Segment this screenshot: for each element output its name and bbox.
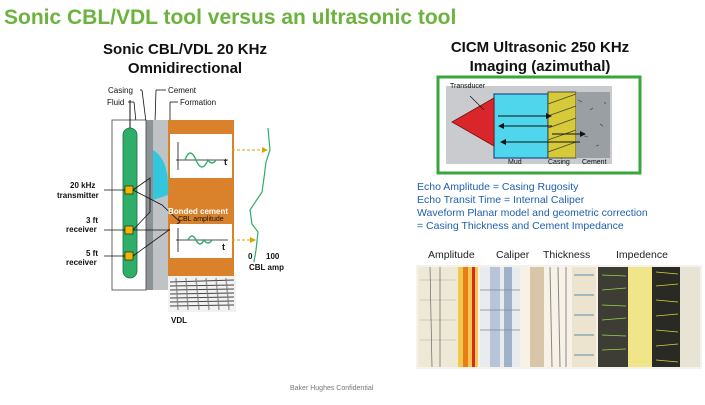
- cbl-amplitude-label: CBL amplitude: [178, 216, 224, 223]
- mud-label: Mud: [508, 159, 522, 166]
- ultrasonic-diagram-frame: [436, 75, 642, 175]
- right-heading-line2: Imaging (azimuthal): [469, 58, 611, 75]
- cement-label: Cement: [168, 86, 197, 95]
- thickness-track-header: Thickness: [543, 249, 591, 261]
- right-heading-line1: CICM Ultrasonic 250 KHz: [450, 39, 630, 56]
- echo-line-3: Waveform Planar model and geometric corr…: [417, 207, 648, 219]
- cement-patch: [153, 150, 169, 200]
- transmitter-marker: [124, 185, 134, 195]
- impedance-track-header: Impedence: [616, 249, 668, 261]
- casing-label: Casing: [108, 86, 133, 95]
- time-axis-label-upper: t: [224, 157, 227, 167]
- receiver-5ft-label-line2: receiver: [66, 258, 97, 267]
- vdl-image: [168, 276, 236, 312]
- lower-waveform-box: [170, 224, 232, 258]
- casing-band: [547, 91, 577, 159]
- receiver-3ft-label-line1: 3 ft: [86, 216, 98, 225]
- formation-label: Formation: [180, 98, 217, 107]
- amplitude-track-header: Amplitude: [428, 249, 475, 261]
- transmitter-label-line2: transmitter: [57, 191, 99, 200]
- cbl-amp-label: CBL amp: [249, 263, 284, 272]
- receiver-5ft-marker: [124, 251, 134, 261]
- ultrasonic-log-image: [416, 265, 702, 369]
- cbl-scale-hundred: 100: [266, 252, 280, 261]
- cement-zone: [576, 92, 610, 158]
- left-heading-line1: Sonic CBL/VDL 20 KHz: [103, 41, 267, 58]
- time-axis-label-lower: t: [222, 242, 225, 252]
- transducer-label: Transducer: [450, 83, 486, 90]
- echo-line-1: Echo Amplitude = Casing Rugosity: [417, 181, 579, 193]
- cement-diagram-label: Cement: [582, 159, 607, 166]
- slide-title: Sonic CBL/VDL tool versus an ultrasonic …: [4, 6, 457, 29]
- cbl-scale-zero: 0: [248, 252, 253, 261]
- receiver-3ft-marker: [124, 225, 134, 235]
- cement-column: [152, 120, 168, 290]
- receiver-5ft-label-line1: 5 ft: [86, 249, 98, 258]
- upper-waveform-box: [170, 134, 232, 178]
- cbl-amplitude-trace: [249, 127, 271, 263]
- bonded-cement-label: Bonded cement: [168, 207, 229, 216]
- casing-wall: [146, 120, 153, 290]
- confidential-footer: Baker Hughes Confidential: [290, 385, 374, 392]
- casing-diagram-label: Casing: [548, 159, 570, 166]
- vdl-label: VDL: [171, 316, 187, 325]
- transmitter-label-line1: 20 kHz: [70, 181, 96, 190]
- transducer-shape: [451, 97, 495, 147]
- echo-line-2: Echo Transit Time = Internal Caliper: [417, 194, 585, 206]
- echo-line-4: = Casing Thickness and Cement Impedance: [417, 220, 624, 232]
- caliper-track-header: Caliper: [496, 249, 530, 261]
- fluid-label: Fluid: [107, 98, 125, 107]
- left-heading-line2: Omnidirectional: [127, 60, 243, 77]
- receiver-3ft-label-line2: receiver: [66, 225, 97, 234]
